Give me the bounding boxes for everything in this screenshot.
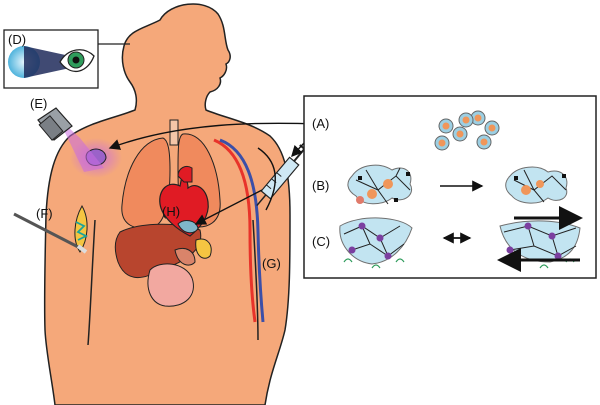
eye-pupil <box>72 56 80 64</box>
uv-lamp-base <box>38 115 64 141</box>
eye-inset: (D) <box>3 29 130 89</box>
eye-beam <box>24 46 70 78</box>
heart-vessels <box>177 165 193 183</box>
arrow-to-heart <box>194 189 263 225</box>
label-G: (G) <box>262 256 281 271</box>
hydrogel-network-loaded <box>347 164 412 205</box>
label-E: (E) <box>30 96 47 111</box>
material-panel: (A) (B) <box>303 95 597 279</box>
nanoparticle <box>434 135 450 151</box>
nanoparticle <box>438 118 454 134</box>
label-C: (C) <box>312 234 330 249</box>
scalpel-blade <box>76 244 88 254</box>
intestine <box>174 248 196 266</box>
syringe-needle <box>256 194 267 207</box>
syringe-tick <box>276 172 282 177</box>
syringe-plunger <box>293 148 306 162</box>
trachea <box>169 119 179 146</box>
label-A: (A) <box>312 116 329 131</box>
network-relaxed <box>339 217 413 269</box>
label-H: (H) <box>162 204 180 219</box>
scalpel-icon <box>13 212 85 252</box>
heart-patch <box>177 220 199 234</box>
nanoparticle <box>458 112 474 128</box>
arrow-to-uv-spot <box>108 122 319 150</box>
gallbladder <box>195 238 212 259</box>
nanoparticle <box>452 126 468 142</box>
uv-beam <box>58 118 104 172</box>
label-B: (B) <box>312 178 329 193</box>
nanoparticle <box>476 134 492 150</box>
label-D: (D) <box>8 32 26 47</box>
nanoparticle-cluster <box>434 110 500 151</box>
scalpel-tool: (F) <box>13 206 88 254</box>
artery <box>213 138 257 323</box>
network-stretched <box>497 206 583 272</box>
uv-lamp: (E) <box>30 96 104 172</box>
right-arm-line <box>252 219 259 341</box>
left-arm-line <box>87 219 96 346</box>
nanoparticle <box>484 120 500 136</box>
injection: (H) (G) <box>108 122 319 271</box>
arrow-to-vessels <box>257 147 276 211</box>
label-F: (F) <box>36 206 53 221</box>
nanoparticle <box>470 110 486 126</box>
wound-suture <box>75 221 89 241</box>
hydrogel-network-released <box>505 166 568 204</box>
vein <box>219 138 265 323</box>
human-body <box>43 3 291 405</box>
syringe-tick <box>266 184 272 190</box>
stomach <box>147 263 194 307</box>
